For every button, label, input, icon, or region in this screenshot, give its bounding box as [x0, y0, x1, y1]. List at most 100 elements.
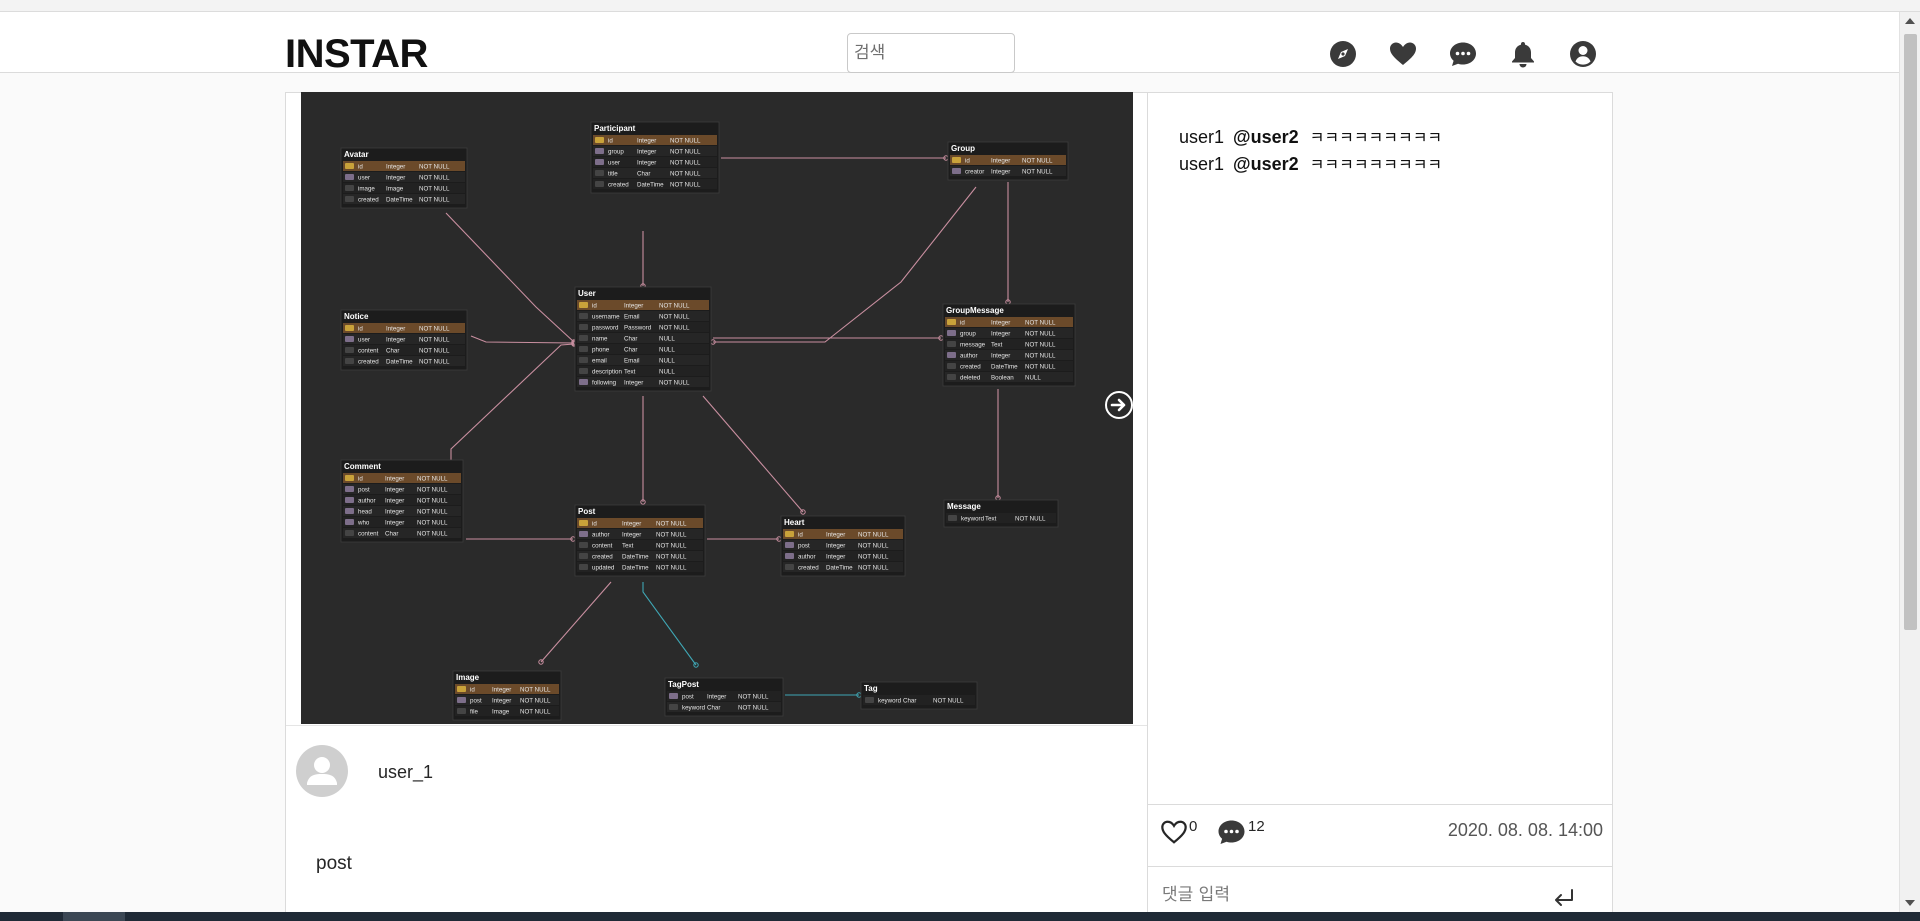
relation-end-marker — [693, 662, 699, 668]
erd-cell: NOT NULL — [933, 698, 964, 705]
scroll-up-arrow-icon[interactable] — [1905, 18, 1915, 24]
erd-cell: NOT NULL — [738, 694, 769, 701]
erd-key-icon — [785, 531, 794, 537]
erd-cell: Char — [386, 348, 399, 355]
enter-submit-icon[interactable] — [1551, 884, 1577, 910]
erd-cell: id — [358, 476, 363, 483]
erd-cell: NOT NULL — [419, 175, 450, 182]
erd-cell: who — [357, 520, 370, 527]
app-logo[interactable]: INSTAR — [285, 32, 428, 76]
erd-cell: id — [470, 687, 475, 694]
erd-key-icon — [669, 704, 678, 710]
erd-cell: created — [358, 197, 379, 204]
comment-bubble-icon[interactable] — [1216, 817, 1247, 852]
erd-cell: Integer — [386, 326, 405, 333]
compass-icon[interactable] — [1328, 39, 1358, 69]
post-author-name[interactable]: user_1 — [378, 762, 434, 782]
comment-mention[interactable]: @user2 — [1233, 154, 1299, 174]
erd-cell: NOT NULL — [520, 709, 551, 716]
erd-key-icon — [865, 697, 874, 703]
erd-cell: Integer — [386, 337, 405, 344]
erd-cell: Email — [624, 358, 639, 365]
erd-cell: NOT NULL — [1015, 516, 1046, 523]
erd-key-icon — [579, 368, 588, 374]
erd-key-icon — [345, 358, 354, 364]
erd-table-title: Notice — [344, 312, 369, 321]
relation-end-marker — [640, 499, 646, 505]
like-heart-icon[interactable] — [1160, 818, 1188, 851]
erd-cell: NOT NULL — [1025, 364, 1056, 371]
erd-cell: NOT NULL — [1022, 158, 1053, 165]
search-input[interactable] — [847, 33, 1015, 73]
erd-cell: Text — [991, 342, 1003, 349]
comment-count: 12 — [1248, 818, 1265, 835]
erd-table-title: Post — [578, 507, 596, 516]
erd-cell: NOT NULL — [419, 326, 450, 333]
erd-cell: id — [358, 326, 363, 333]
erd-key-icon — [345, 163, 354, 169]
erd-table-title: Heart — [784, 518, 805, 527]
erd-cell: NOT NULL — [417, 498, 448, 505]
user-circle-icon[interactable] — [1568, 39, 1598, 69]
erd-cell: user — [358, 175, 370, 182]
avatar[interactable] — [296, 745, 348, 797]
erd-cell: created — [358, 359, 379, 366]
chat-icon[interactable] — [1448, 39, 1478, 69]
erd-cell: Integer — [624, 303, 643, 310]
erd-cell: NOT NULL — [670, 149, 701, 156]
erd-cell: Text — [985, 516, 997, 523]
erd-key-icon — [579, 520, 588, 526]
erd-cell: head — [358, 509, 372, 516]
erd-key-icon — [785, 553, 794, 559]
erd-cell: id — [592, 521, 597, 528]
comment-user[interactable]: user1 — [1179, 154, 1225, 174]
erd-cell: Integer — [492, 698, 511, 705]
comment-user[interactable]: user1 — [1179, 127, 1225, 147]
scroll-down-arrow-icon[interactable] — [1905, 900, 1915, 906]
erd-cell: Integer — [624, 380, 643, 387]
erd-cell: NOT NULL — [1022, 169, 1053, 176]
post-divider — [1147, 92, 1148, 921]
comment-mention[interactable]: @user2 — [1233, 127, 1299, 147]
erd-key-icon — [952, 157, 961, 163]
erd-key-icon — [579, 379, 588, 385]
comment-input[interactable] — [1160, 876, 1524, 914]
page-scrollbar[interactable] — [1899, 12, 1920, 912]
erd-key-icon — [345, 508, 354, 514]
erd-key-icon — [345, 325, 354, 331]
next-image-button[interactable] — [1104, 390, 1134, 420]
erd-cell: Char — [624, 336, 637, 343]
scroll-thumb[interactable] — [1904, 34, 1917, 630]
erd-cell: NOT NULL — [417, 531, 448, 538]
taskbar-item[interactable] — [63, 912, 125, 921]
erd-cell: Integer — [991, 331, 1010, 338]
erd-table-title: GroupMessage — [946, 306, 1004, 315]
erd-cell: author — [960, 353, 978, 360]
top-nav-bar: INSTAR — [0, 12, 1899, 76]
erd-cell: NOT NULL — [659, 325, 690, 332]
post-date: 2020. 08. 08. 14:00 — [1447, 820, 1603, 840]
erd-cell: NOT NULL — [659, 303, 690, 310]
erd-cell: NOT NULL — [670, 160, 701, 167]
heart-icon[interactable] — [1388, 39, 1418, 69]
erd-cell: NOT NULL — [419, 348, 450, 355]
relation-line — [642, 582, 697, 666]
erd-cell: Integer — [385, 487, 404, 494]
erd-cell: NULL — [659, 336, 675, 343]
erd-key-icon — [595, 159, 604, 165]
erd-table-title: Message — [947, 502, 981, 511]
actions-divider — [1148, 804, 1612, 805]
erd-cell: NOT NULL — [417, 509, 448, 516]
erd-cell: post — [798, 543, 810, 550]
erd-cell: message — [960, 342, 986, 349]
erd-cell: post — [358, 487, 370, 494]
relation-line — [540, 581, 612, 663]
erd-cell: DateTime — [826, 565, 853, 572]
erd-cell: Integer — [622, 521, 641, 528]
bell-icon[interactable] — [1508, 39, 1538, 69]
erd-cell: NOT NULL — [520, 698, 551, 705]
